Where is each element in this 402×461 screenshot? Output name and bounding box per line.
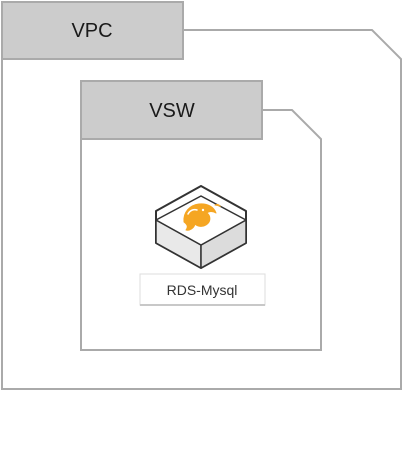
rds-label: RDS-Mysql bbox=[167, 282, 238, 298]
vpc-group: VPC bbox=[1, 1, 402, 390]
dolphin-glyph bbox=[183, 203, 221, 231]
mysql-dolphin-icon bbox=[155, 185, 247, 269]
vpc-label: VPC bbox=[71, 20, 112, 42]
vsw-tab bbox=[80, 80, 263, 140]
rds-node[interactable]: RDS-Mysql bbox=[139, 185, 266, 306]
vpc-tab bbox=[1, 1, 184, 60]
rds-label-box bbox=[139, 273, 266, 306]
vsw-label: VSW bbox=[149, 100, 195, 122]
vpc-boundary bbox=[1, 29, 402, 390]
